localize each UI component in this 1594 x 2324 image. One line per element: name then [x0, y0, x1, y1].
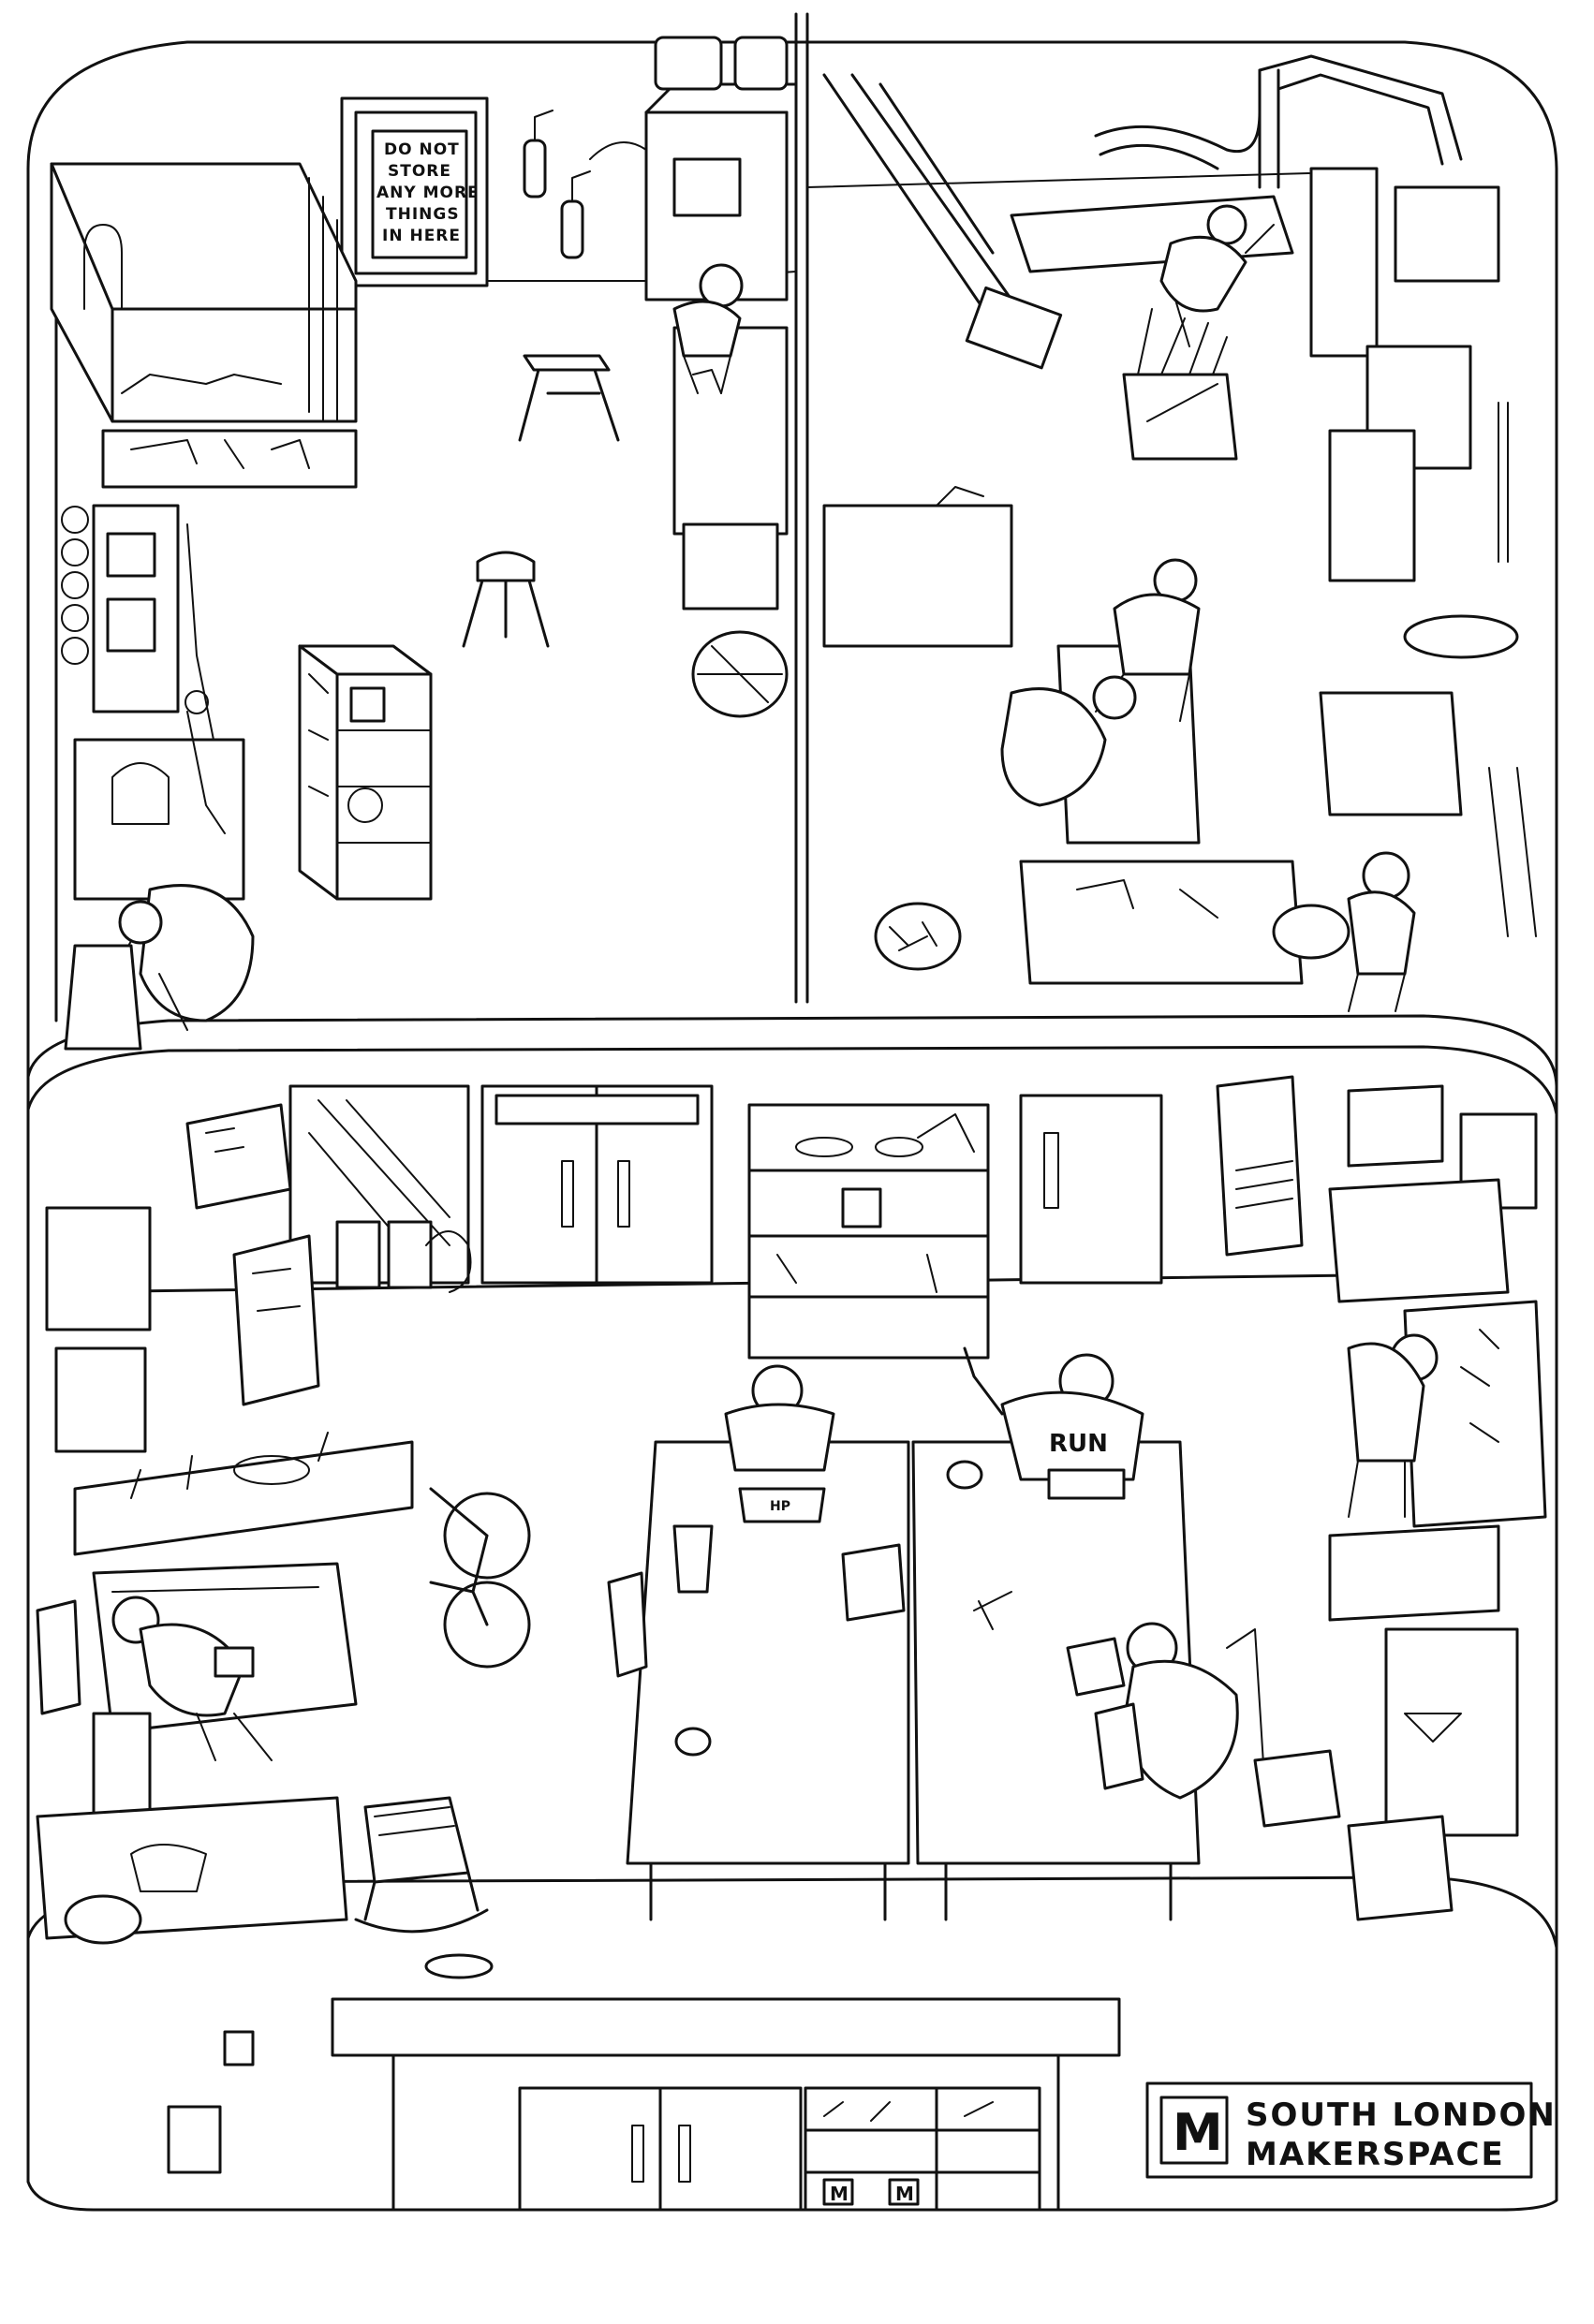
makerspace-logo-sign: M SOUTH LONDON MAKERSPACE: [1145, 2081, 1557, 2179]
drum-sander: [682, 522, 789, 718]
street-box: [223, 2030, 255, 2067]
upper-floor: DO NOT STORE ANY MORE THINGS IN HERE: [26, 12, 1558, 1116]
double-doors: [480, 1084, 714, 1285]
left-wall-panel: [36, 1599, 152, 1818]
manhole-cover: [424, 1953, 494, 1979]
window-sign-1: M: [830, 2183, 849, 2205]
fire-extinguisher-icon: [523, 110, 591, 259]
ground-floor: M M M SOUTH LONDON MAKERSPACE: [26, 1953, 1558, 2212]
sign-line-4: THINGS: [386, 205, 460, 224]
shelving-unit: [747, 1103, 990, 1360]
workbench-centre: [672, 326, 789, 536]
right-tool-rack: [1216, 1075, 1538, 1303]
sign-line-2: STORE: [388, 162, 451, 181]
person-standing: [1095, 558, 1201, 722]
right-cabinets: [1309, 167, 1537, 937]
side-bench-left: [73, 690, 245, 901]
window-sign-2: M: [895, 2183, 914, 2205]
stool: [462, 551, 550, 648]
logo-line-1: SOUTH LONDON: [1246, 2096, 1557, 2134]
left-cabinet: [45, 1206, 320, 1406]
person-waving: RUN: [963, 1346, 1144, 1500]
recycling-bins: [335, 1220, 472, 1293]
person-at-bench: [672, 263, 744, 394]
person-at-vice: [1272, 851, 1416, 1012]
entrance-doors: [518, 2086, 803, 2212]
logo-mark: M: [1173, 2103, 1223, 2162]
storage-door: DO NOT STORE ANY MORE THINGS IN HERE: [340, 96, 489, 287]
single-door: [1019, 1094, 1163, 1285]
person-leaning: [1159, 204, 1275, 347]
person-bending: [64, 884, 255, 1051]
pegboard-left: [61, 504, 216, 750]
bandsaw-machine: [589, 36, 798, 302]
shop-window: M M: [804, 2086, 1041, 2212]
sign-line-1: DO NOT: [384, 140, 460, 159]
extraction-duct: [1094, 54, 1463, 189]
timber-bucket: [1122, 308, 1238, 461]
rocking-chair: [354, 1796, 489, 1934]
workbench-left: [101, 374, 358, 489]
step-stool: [518, 354, 620, 442]
vice-bench: [1019, 860, 1304, 985]
door-sign: DO NOT STORE ANY MORE THINGS IN HERE: [371, 129, 480, 259]
right-storage: [1253, 1524, 1519, 1921]
laptop: HP: [738, 1487, 826, 1523]
offcut-bin: [874, 902, 962, 971]
table-items: [607, 1460, 1012, 1757]
kitchen-counter: [54, 1346, 414, 1556]
entrance-awning: [331, 1997, 1121, 2057]
person-seated-right: [1066, 1622, 1265, 1800]
person-crouching: [1000, 675, 1137, 807]
tall-cabinet: [50, 162, 358, 423]
notice-board: [185, 1103, 292, 1210]
bicycle: [429, 1487, 531, 1669]
electronics-bench: [1403, 1300, 1547, 1528]
main-floor: HP RUN: [26, 1075, 1558, 1949]
sign-line-5: IN HERE: [382, 227, 461, 245]
sign-line-3: ANY MORE: [376, 184, 480, 202]
bathroom-unit: [36, 1796, 348, 1945]
laptop-brand: HP: [770, 1499, 790, 1514]
post-box: [167, 2105, 222, 2174]
logo-line-2: MAKERSPACE: [1246, 2136, 1505, 2173]
shirt-print: RUN: [1049, 1430, 1108, 1458]
person-reading: [111, 1596, 273, 1761]
person-at-electronics: [1347, 1333, 1439, 1518]
rolling-shelf: [298, 644, 433, 901]
person-with-laptop: HP: [724, 1364, 835, 1523]
